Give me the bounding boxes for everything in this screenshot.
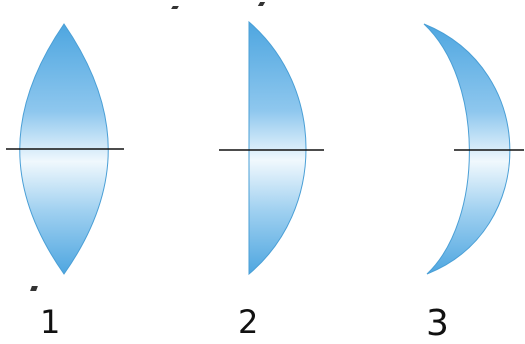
lens-label-2: 2 (238, 303, 259, 341)
lens-label-3: 3 (426, 303, 449, 344)
plano-convex-lens-body (248, 20, 307, 276)
plano-convex-lens (219, 20, 324, 276)
meniscus-lens (423, 23, 524, 275)
biconvex-lens (6, 23, 124, 275)
meniscus-lens-body (423, 23, 511, 275)
lens-label-1: 1 (40, 303, 61, 341)
